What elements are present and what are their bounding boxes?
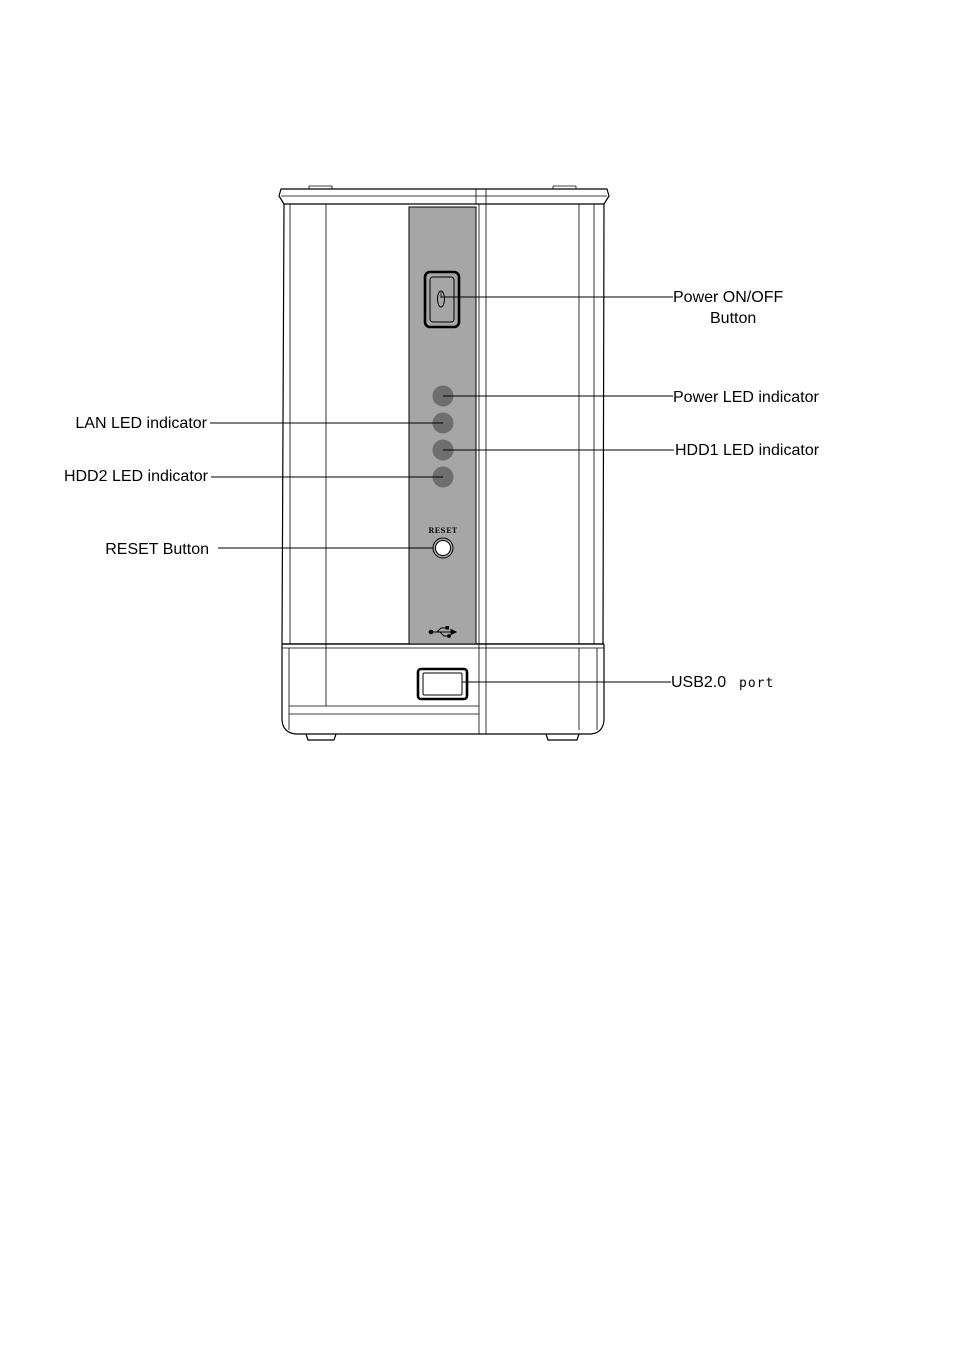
- label-power-button-2: Button: [710, 310, 756, 327]
- label-hdd1-led: HDD1 LED indicator: [675, 442, 820, 459]
- label-power-button: Power ON/OFF: [673, 289, 783, 306]
- reset-button[interactable]: [433, 538, 453, 558]
- label-usb-port: USB2.0: [671, 674, 726, 691]
- power-button[interactable]: [425, 272, 459, 327]
- label-power-led: Power LED indicator: [673, 389, 820, 406]
- label-reset-button: RESET Button: [105, 541, 209, 558]
- label-hdd2-led: HDD2 LED indicator: [64, 468, 209, 485]
- label-usb-port-suffix: port: [739, 676, 774, 691]
- panel-reset-text: RESET: [428, 526, 458, 535]
- usb-port[interactable]: [418, 669, 467, 699]
- label-lan-led: LAN LED indicator: [75, 415, 207, 432]
